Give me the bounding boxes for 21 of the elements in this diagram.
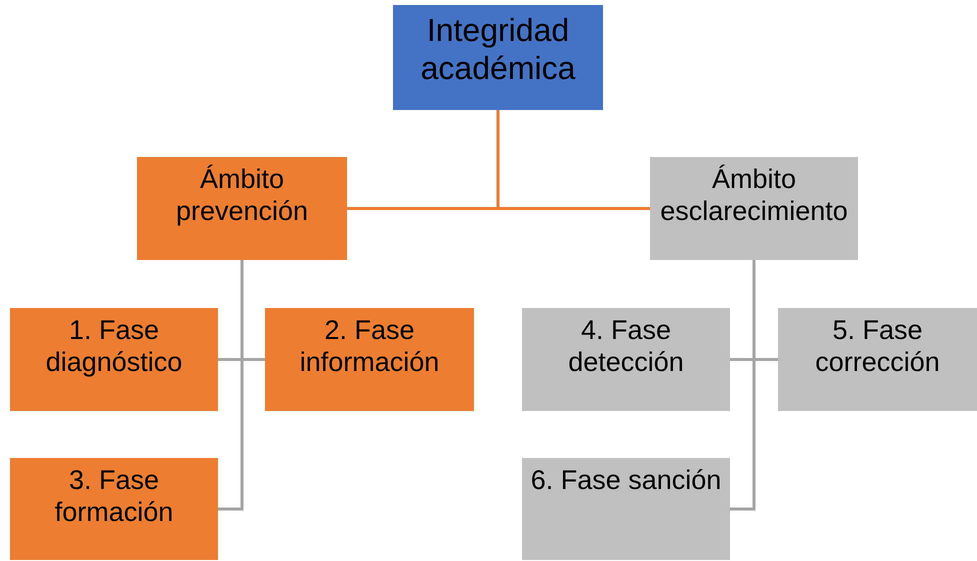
box-label: Integridad académica [420, 11, 576, 88]
process-box [650, 157, 858, 260]
box-label: 2. Fase información [298, 314, 440, 379]
box-label: 1. Fase diagnóstico [44, 314, 184, 379]
process-box [393, 5, 603, 110]
connector-line [730, 260, 756, 510]
process-box [778, 308, 977, 411]
box-label: Ámbito esclarecimiento [659, 163, 849, 228]
box-label: 5. Fase corrección [814, 314, 941, 379]
box-label: 6. Fase sanción [530, 464, 722, 496]
box-label: 3. Fase formación [54, 464, 174, 529]
box-label: Ámbito prevención [174, 163, 310, 228]
process-box [265, 308, 474, 411]
process-box [10, 458, 218, 560]
connector-line [218, 260, 244, 510]
box-label: 4. Fase detección [567, 314, 685, 379]
process-box [10, 308, 218, 411]
process-box [137, 157, 347, 260]
connector-line [496, 110, 650, 210]
process-box [522, 308, 730, 411]
process-box [522, 458, 730, 560]
